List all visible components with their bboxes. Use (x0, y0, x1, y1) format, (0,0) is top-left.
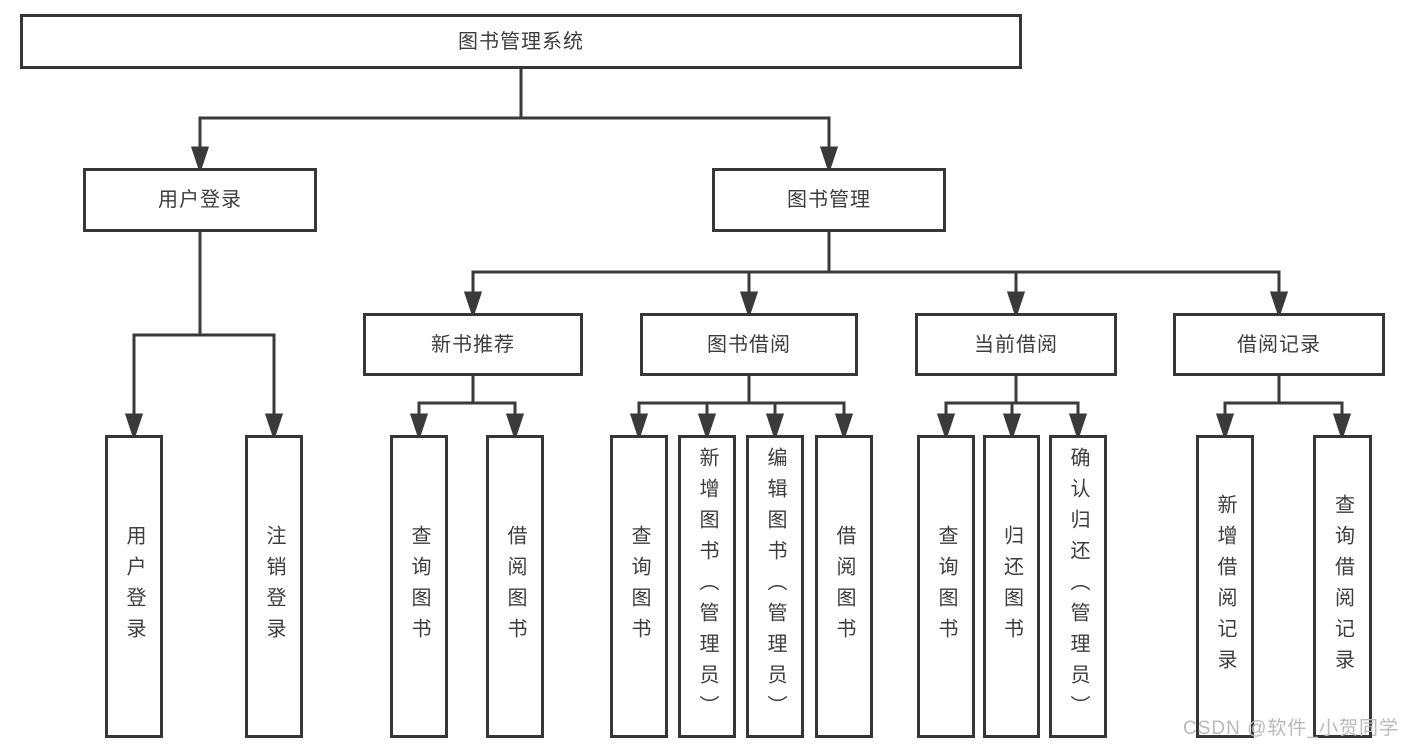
leaf-query-books-borrow: 查询图书 (610, 435, 668, 738)
leaf-logout: 注销登录 (245, 435, 303, 738)
leaf-add-books-admin: 新增图书（管理员） (678, 435, 736, 738)
leaf-query-borrow-record: 查询借阅记录 (1313, 435, 1372, 738)
node-user-login: 用户登录 (83, 168, 317, 232)
node-root: 图书管理系统 (20, 14, 1022, 69)
node-book-borrow: 图书借阅 (640, 313, 858, 376)
leaf-add-borrow-record: 新增借阅记录 (1196, 435, 1254, 738)
leaf-user-login: 用户登录 (105, 435, 163, 738)
leaf-borrow-books: 借阅图书 (815, 435, 873, 738)
node-book-management: 图书管理 (712, 168, 946, 232)
leaf-borrow-books-recommend: 借阅图书 (486, 435, 544, 738)
node-new-book-recommend: 新书推荐 (363, 313, 583, 376)
leaf-return-books: 归还图书 (983, 435, 1040, 738)
watermark: CSDN @软件_小贺同学 (1183, 718, 1399, 739)
leaf-query-books-recommend: 查询图书 (390, 435, 448, 738)
node-current-borrow: 当前借阅 (915, 313, 1117, 376)
leaf-query-books-current: 查询图书 (917, 435, 975, 738)
leaf-confirm-return-admin: 确认归还（管理员） (1049, 435, 1107, 738)
leaf-edit-books-admin: 编辑图书（管理员） (746, 435, 804, 738)
node-borrow-records: 借阅记录 (1173, 313, 1385, 376)
